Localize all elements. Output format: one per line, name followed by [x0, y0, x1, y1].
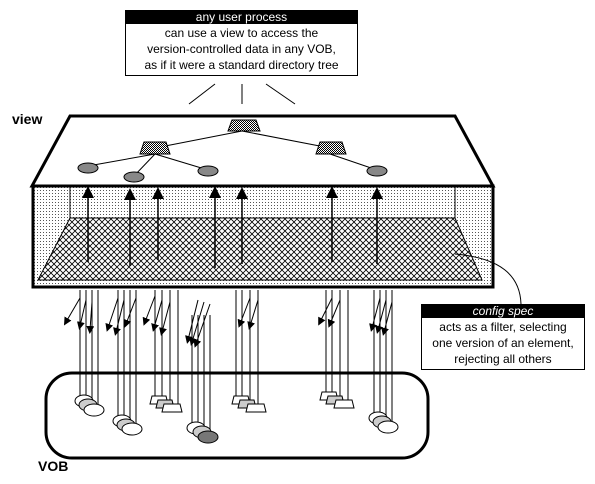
file-icon — [77, 162, 99, 174]
directory-icon — [315, 141, 347, 155]
callout-line: rejecting all others — [454, 352, 552, 366]
version-stack-4 — [186, 421, 219, 444]
version-stack-2 — [112, 414, 143, 436]
filtered-version-arrows — [63, 295, 393, 348]
directory-tree — [87, 130, 378, 177]
filter-plane-edges — [69, 186, 456, 218]
file-icon — [123, 171, 145, 183]
file-icon — [197, 165, 219, 177]
callout-line: can use a view to access the — [164, 26, 319, 40]
directory-icon — [139, 141, 171, 155]
callout-line: one version of an element, — [432, 336, 574, 350]
config-spec-pointer — [454, 253, 522, 305]
config-spec-filter-plane — [37, 217, 483, 281]
user-process-callout: any user process can use a view to acces… — [125, 10, 358, 76]
user-process-callout-title: any user process — [126, 11, 357, 24]
callout-line: version-controlled data in any VOB, — [147, 42, 336, 56]
vob-container — [44, 371, 430, 460]
root-directory-icon — [227, 119, 261, 132]
callout-line: acts as a filter, selecting — [439, 320, 567, 334]
config-spec-callout-title: config spec — [422, 305, 584, 318]
user-process-callout-body: can use a view to access the version-con… — [126, 24, 357, 75]
selection-arrows — [82, 186, 383, 268]
callout-top-pointers — [188, 83, 296, 105]
version-lines — [79, 290, 393, 436]
version-stack-3 — [149, 395, 183, 413]
version-stack-6 — [319, 391, 355, 409]
callout-line: as if it were a standard directory tree — [144, 58, 339, 72]
view-label: view — [12, 111, 43, 127]
file-icon — [366, 165, 388, 177]
config-spec-callout-body: acts as a filter, selecting one version … — [422, 318, 584, 369]
version-stack-5 — [231, 395, 267, 413]
vob-label: VOB — [38, 458, 69, 474]
version-stack-7 — [368, 411, 399, 434]
config-spec-callout: config spec acts as a filter, selecting … — [421, 304, 585, 370]
version-stack-1 — [74, 394, 105, 417]
view-top-face — [29, 114, 496, 188]
